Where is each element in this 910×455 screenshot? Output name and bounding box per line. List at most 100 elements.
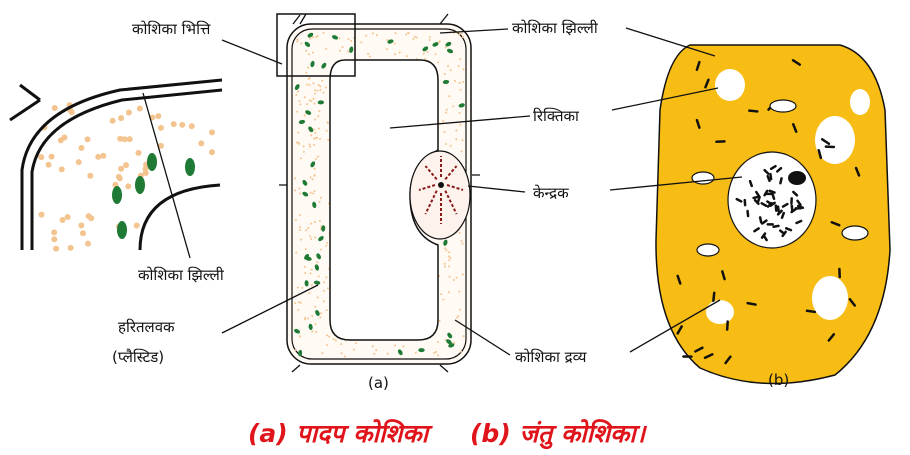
cytoplasm-dot bbox=[347, 38, 350, 41]
cytoplasm-dot bbox=[461, 36, 464, 39]
cytoplasm-dot bbox=[448, 265, 451, 268]
cytoplasm-dot bbox=[67, 244, 74, 251]
cytoplasm-dot bbox=[461, 242, 464, 245]
chloroplast bbox=[298, 119, 306, 124]
organelle bbox=[704, 78, 710, 89]
animal-vacuoles bbox=[706, 69, 870, 324]
cytoplasm-dot bbox=[365, 34, 368, 37]
cytoplasm-dot bbox=[294, 348, 297, 351]
cytoplasm-dot bbox=[458, 290, 461, 293]
cytoplasm-dot bbox=[460, 32, 463, 35]
cytoplasm-dot bbox=[314, 305, 317, 308]
cytoplasm-dot bbox=[412, 37, 415, 40]
chromatin-strand bbox=[779, 177, 783, 185]
cytoplasm-dot bbox=[460, 350, 463, 353]
cytoplasm-dot bbox=[325, 244, 328, 247]
cytoplasm-dot bbox=[422, 52, 425, 55]
cytoplasm-dot bbox=[393, 42, 396, 45]
cytoplasm-dot bbox=[371, 345, 374, 348]
cytoplasm-dot bbox=[449, 69, 452, 72]
cytoplasm-dot bbox=[455, 276, 458, 279]
cytoplasm-dot bbox=[444, 265, 447, 268]
plant-vacuole bbox=[329, 59, 439, 341]
cytoplasm-dot bbox=[135, 149, 142, 156]
cytoplasm-dot bbox=[303, 265, 306, 268]
cytoplasm-dot bbox=[438, 41, 441, 44]
cytoplasm-dot bbox=[325, 129, 328, 132]
cytoplasm-dot bbox=[394, 53, 397, 56]
chromatin-strand bbox=[753, 198, 760, 206]
organelle bbox=[746, 301, 757, 306]
chloroplast bbox=[308, 323, 313, 331]
organelle bbox=[676, 325, 683, 335]
cytoplasm-dot bbox=[51, 105, 58, 112]
cytoplasm-dot bbox=[323, 281, 326, 284]
cytoplasm-dot bbox=[304, 248, 307, 251]
plant-cell bbox=[276, 13, 480, 373]
cytoplasm-dot bbox=[85, 213, 92, 220]
cytoplasm-dot bbox=[316, 136, 319, 139]
cytoplasm-dot bbox=[296, 110, 299, 113]
cytoplasm-dot bbox=[313, 190, 316, 193]
cytoplasm-dot bbox=[385, 48, 388, 51]
cytoplasm-dot bbox=[312, 128, 315, 131]
cytoplasm-dot bbox=[311, 314, 314, 317]
cytoplasm-dot bbox=[298, 100, 301, 103]
cytoplasm-dot bbox=[312, 192, 315, 195]
cytoplasm-dot bbox=[209, 129, 216, 136]
cytoplasm-dot bbox=[449, 144, 452, 147]
cytoplasm-dot bbox=[100, 152, 107, 159]
mitochondria bbox=[691, 99, 869, 257]
cytoplasm-dot bbox=[326, 121, 329, 124]
chromatin-strand bbox=[444, 165, 458, 180]
cytoplasm-dot bbox=[303, 114, 306, 117]
chromatin-strand bbox=[758, 216, 763, 224]
cytoplasm-dot bbox=[340, 352, 343, 355]
chloroplast bbox=[302, 179, 308, 186]
cytoplasm-dot bbox=[456, 316, 459, 319]
cytoplasm-dot bbox=[449, 256, 452, 259]
chloroplast bbox=[446, 48, 454, 54]
cytoplasm-dot bbox=[338, 37, 341, 40]
label-vacuole: रिक्तिका bbox=[533, 107, 580, 125]
cytoplasm-dot bbox=[309, 176, 312, 179]
cytoplasm-dot bbox=[87, 172, 94, 179]
organelle bbox=[817, 148, 823, 160]
animal-nucleus bbox=[727, 151, 817, 249]
cytoplasm-dot bbox=[310, 268, 313, 271]
label-cell-membrane: कोशिका झिल्ली bbox=[512, 19, 599, 37]
cytoplasm-dot bbox=[294, 189, 297, 192]
organelle bbox=[712, 291, 716, 303]
organelle bbox=[827, 333, 836, 342]
cytoplasm-dot bbox=[394, 32, 397, 35]
cytoplasm-dot bbox=[308, 53, 311, 56]
chromatin-strand bbox=[418, 184, 436, 191]
cytoplasm-dot bbox=[406, 55, 409, 58]
organelle bbox=[791, 59, 802, 66]
cytoplasm-dot bbox=[309, 145, 312, 148]
cytoplasm-dot bbox=[317, 275, 320, 278]
cytoplasm-dot bbox=[297, 301, 300, 304]
cytoplasm-dot bbox=[121, 136, 128, 143]
chloroplast bbox=[313, 280, 321, 285]
chloroplast bbox=[432, 42, 439, 47]
chloroplast bbox=[310, 161, 316, 168]
cytoplasm-dot bbox=[316, 35, 319, 38]
cytoplasm-dot bbox=[455, 138, 458, 141]
cytoplasm-dot bbox=[428, 36, 431, 39]
cytoplasm-dot bbox=[309, 37, 312, 40]
label-nucleus: केन्द्रक bbox=[533, 184, 569, 202]
cytoplasm-dot bbox=[305, 83, 308, 86]
chloroplast bbox=[304, 280, 309, 287]
cytoplasm-dot bbox=[452, 105, 455, 108]
cytoplasm-dot bbox=[319, 85, 322, 88]
chromatin-strand bbox=[753, 227, 760, 233]
cytoplasm-dot bbox=[340, 343, 343, 346]
cytoplasm-dot bbox=[312, 97, 315, 100]
inset-box bbox=[276, 13, 356, 77]
cytoplasm-dot bbox=[157, 124, 164, 131]
cytoplasm-dot bbox=[413, 35, 416, 38]
cytoplasm-dot bbox=[448, 95, 451, 98]
chromatin-strand bbox=[763, 168, 770, 175]
